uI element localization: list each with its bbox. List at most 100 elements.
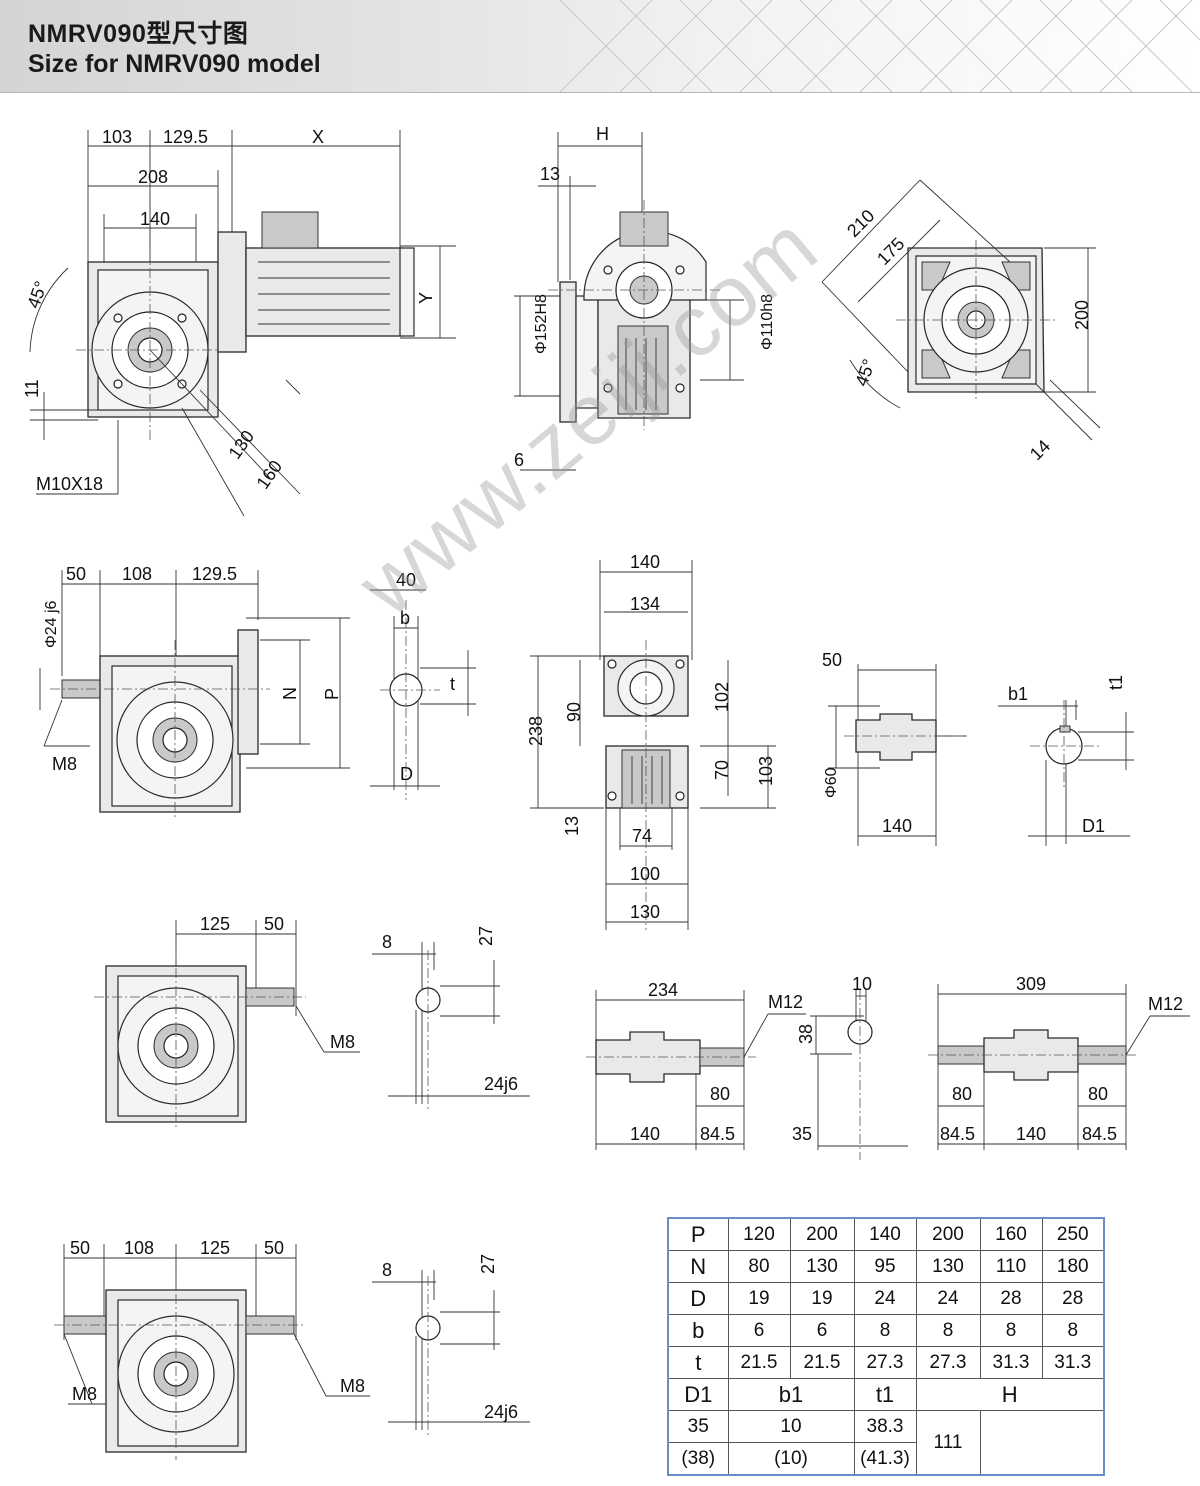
dim-175: 175 [873, 234, 908, 269]
dim-103: 103 [756, 756, 776, 786]
dim-50: 50 [66, 564, 86, 584]
dim-309: 309 [1016, 974, 1046, 994]
table-cell: 19 [727, 1282, 791, 1315]
table-cell-empty [979, 1410, 1105, 1476]
view-top: 140 134 238 90 102 70 103 13 74 100 130 [526, 552, 776, 930]
dim-90: 90 [564, 702, 584, 722]
view-flange: 210 175 200 45° 14 [821, 179, 1101, 464]
view-key-section: 40 b t D [370, 570, 476, 800]
dim-t: t [450, 674, 455, 694]
dim-y: Y [416, 292, 436, 304]
dim-234: 234 [648, 980, 678, 1000]
dim-130: 130 [225, 427, 259, 463]
dim-208: 208 [138, 167, 168, 187]
dim-m12-double: M12 [1148, 994, 1183, 1014]
dim-140-hollow: 140 [882, 816, 912, 836]
page-header: NMRV090型尺寸图 Size for NMRV090 model [0, 0, 1200, 93]
table-cell: 180 [1041, 1250, 1105, 1283]
dim-129-5: 129.5 [163, 127, 208, 147]
view-output-key: 10 38 35 [792, 974, 908, 1160]
table-cell: 24 [915, 1282, 981, 1315]
dim-24j6-dbl: 24j6 [484, 1402, 518, 1422]
dim-11: 11 [22, 379, 42, 398]
table-cell: 8 [915, 1314, 981, 1347]
table-cell: 130 [789, 1250, 855, 1283]
dim-108: 108 [122, 564, 152, 584]
dim-140-out: 140 [630, 1124, 660, 1144]
dim-130-top: 130 [630, 902, 660, 922]
dim-45-deg-flange: 45° [851, 356, 879, 388]
table-cell: 160 [979, 1217, 1043, 1251]
table-cell: 8 [1041, 1314, 1105, 1347]
dim-50-single: 50 [264, 914, 284, 934]
table-cell: 200 [789, 1217, 855, 1251]
table-cell: (41.3) [853, 1442, 917, 1476]
dim-14: 14 [1026, 436, 1054, 464]
title-chinese: NMRV090型尺寸图 [28, 20, 249, 48]
table-row-label: t [667, 1346, 729, 1379]
dim-h: H [596, 124, 609, 144]
dim-b1: b1 [1008, 684, 1028, 704]
dim-140-double: 140 [1016, 1124, 1046, 1144]
table-cell: 21.5 [789, 1346, 855, 1379]
view-single-key: 8 27 24j6 [372, 926, 530, 1110]
dim-80-left: 80 [952, 1084, 972, 1104]
dim-108-dbl: 108 [124, 1238, 154, 1258]
dim-84-5-right: 84.5 [1082, 1124, 1117, 1144]
dim-210: 210 [843, 206, 878, 241]
table-cell: 95 [853, 1250, 917, 1283]
dim-200: 200 [1072, 300, 1092, 330]
header-pattern [559, 0, 1200, 92]
view-double-shaft: 50 108 125 50 M8 M8 [54, 1238, 370, 1460]
dim-p: P [322, 688, 342, 700]
table-subheader: t1 [853, 1378, 917, 1411]
table-cell: 8 [853, 1314, 917, 1347]
dim-100: 100 [630, 864, 660, 884]
table-cell: 31.3 [979, 1346, 1043, 1379]
dim-27: 27 [476, 926, 496, 946]
dim-102: 102 [712, 682, 732, 712]
view-side-motor: H 13 Φ152H8 Φ110h8 6 [514, 124, 776, 471]
dim-n: N [280, 687, 300, 700]
table-cell: 250 [1041, 1217, 1105, 1251]
dim-d1: D1 [1082, 816, 1105, 836]
dim-phi24j6: Φ24 j6 [43, 600, 60, 648]
dim-m12: M12 [768, 992, 803, 1012]
dim-125-dbl: 125 [200, 1238, 230, 1258]
table-cell: 8 [979, 1314, 1043, 1347]
dim-m8-dbl-right: M8 [340, 1376, 365, 1396]
dim-35: 35 [792, 1124, 812, 1144]
view-output-single: 234 M12 80 140 84.5 [586, 980, 806, 1150]
table-cell: 19 [789, 1282, 855, 1315]
table-subheader: H [915, 1378, 1105, 1411]
dim-40: 40 [396, 570, 416, 590]
view-hollow-key: b1 t1 D1 [998, 675, 1134, 846]
dim-50-hollow: 50 [822, 650, 842, 670]
table-cell: 28 [1041, 1282, 1105, 1315]
dim-134: 134 [630, 594, 660, 614]
view-double-key: 8 27 24j6 [372, 1254, 530, 1436]
dim-d: D [400, 764, 413, 784]
table-cell: 130 [915, 1250, 981, 1283]
dim-238: 238 [526, 716, 546, 746]
dim-x: X [312, 127, 324, 147]
table-cell: 31.3 [1041, 1346, 1105, 1379]
dim-m8-dbl-left: M8 [72, 1384, 97, 1404]
dim-m10x18: M10X18 [36, 474, 103, 494]
dim-8: 8 [382, 932, 392, 952]
table-cell: 140 [853, 1217, 917, 1251]
view-output-double: 309 M12 80 80 84.5 140 84.5 [928, 974, 1190, 1150]
table-cell: 80 [727, 1250, 791, 1283]
table-row-label: D [667, 1282, 729, 1315]
dim-160: 160 [253, 457, 287, 493]
dim-13-top: 13 [562, 816, 582, 836]
table-cell: 200 [915, 1217, 981, 1251]
table-cell: 27.3 [915, 1346, 981, 1379]
table-h-value: 111 [915, 1410, 981, 1476]
